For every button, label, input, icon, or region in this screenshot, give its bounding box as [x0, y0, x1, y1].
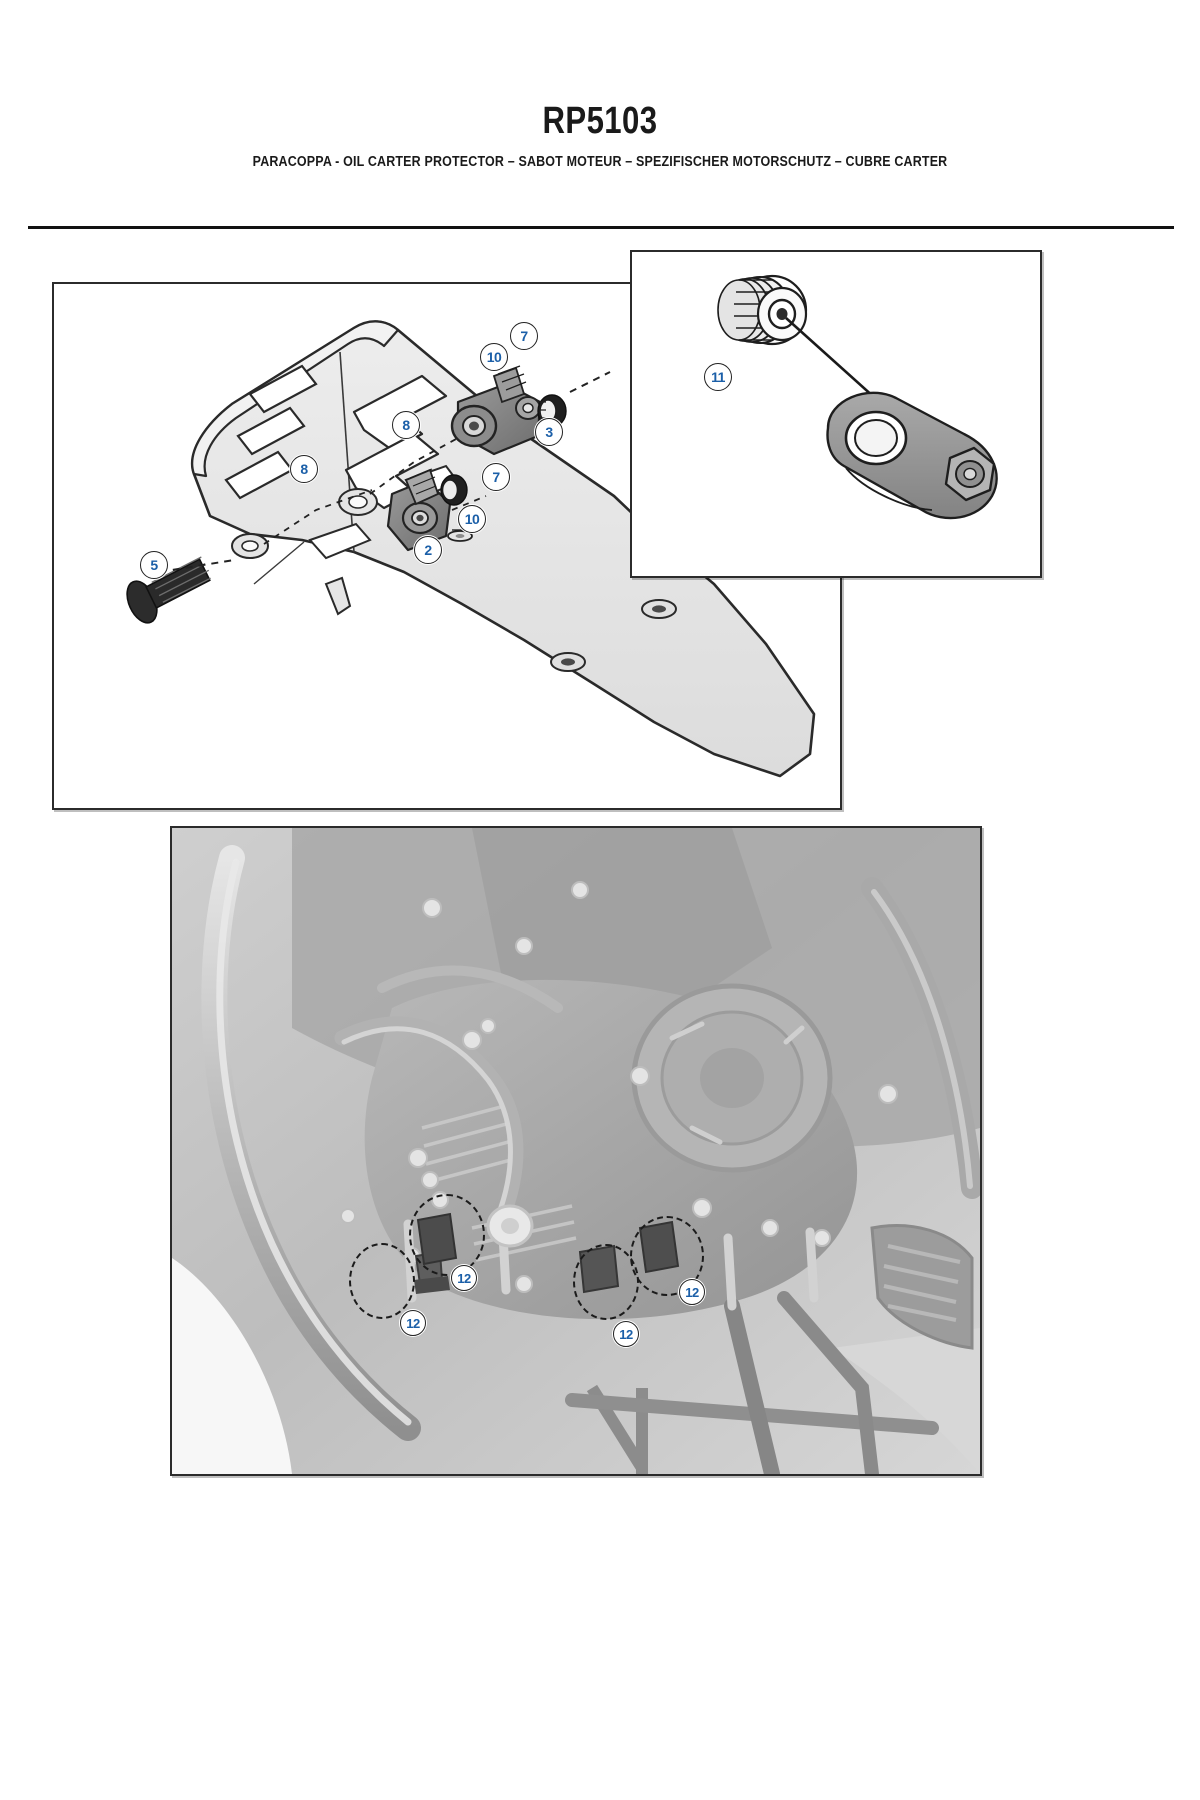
callout-12-c[interactable]: 12 — [679, 1279, 705, 1305]
callout-2[interactable]: 2 — [414, 536, 442, 564]
highlight-ring-1 — [409, 1194, 485, 1276]
callout-8-lower[interactable]: 8 — [290, 455, 318, 483]
document-header: RP5103 PARACOPPA - OIL CARTER PROTECTOR … — [0, 0, 1200, 170]
engine-photo-panel — [170, 826, 982, 1476]
callout-3[interactable]: 3 — [535, 418, 563, 446]
engine-photo-image — [172, 828, 980, 1474]
callout-5[interactable]: 5 — [140, 551, 168, 579]
highlight-ring-2 — [349, 1243, 415, 1319]
callout-12-a[interactable]: 12 — [451, 1265, 477, 1291]
callout-12-b[interactable]: 12 — [400, 1310, 426, 1336]
header-divider — [28, 226, 1174, 229]
callout-7-lower[interactable]: 7 — [482, 463, 510, 491]
bushing-detail-drawing — [717, 274, 998, 520]
product-subtitle: PARACOPPA - OIL CARTER PROTECTOR – SABOT… — [252, 154, 948, 170]
callout-11[interactable]: 11 — [704, 363, 732, 391]
engine-photo-render — [172, 828, 980, 1474]
callout-10-upper[interactable]: 10 — [480, 343, 508, 371]
callout-8-upper[interactable]: 8 — [392, 411, 420, 439]
callout-12-d[interactable]: 12 — [613, 1321, 639, 1347]
product-code: RP5103 — [542, 100, 658, 142]
highlight-ring-4 — [630, 1216, 704, 1296]
callout-10-lower[interactable]: 10 — [458, 505, 486, 533]
callout-7-upper[interactable]: 7 — [510, 322, 538, 350]
exploded-view-drawing — [126, 320, 816, 778]
detail-inset-panel — [630, 250, 1042, 578]
